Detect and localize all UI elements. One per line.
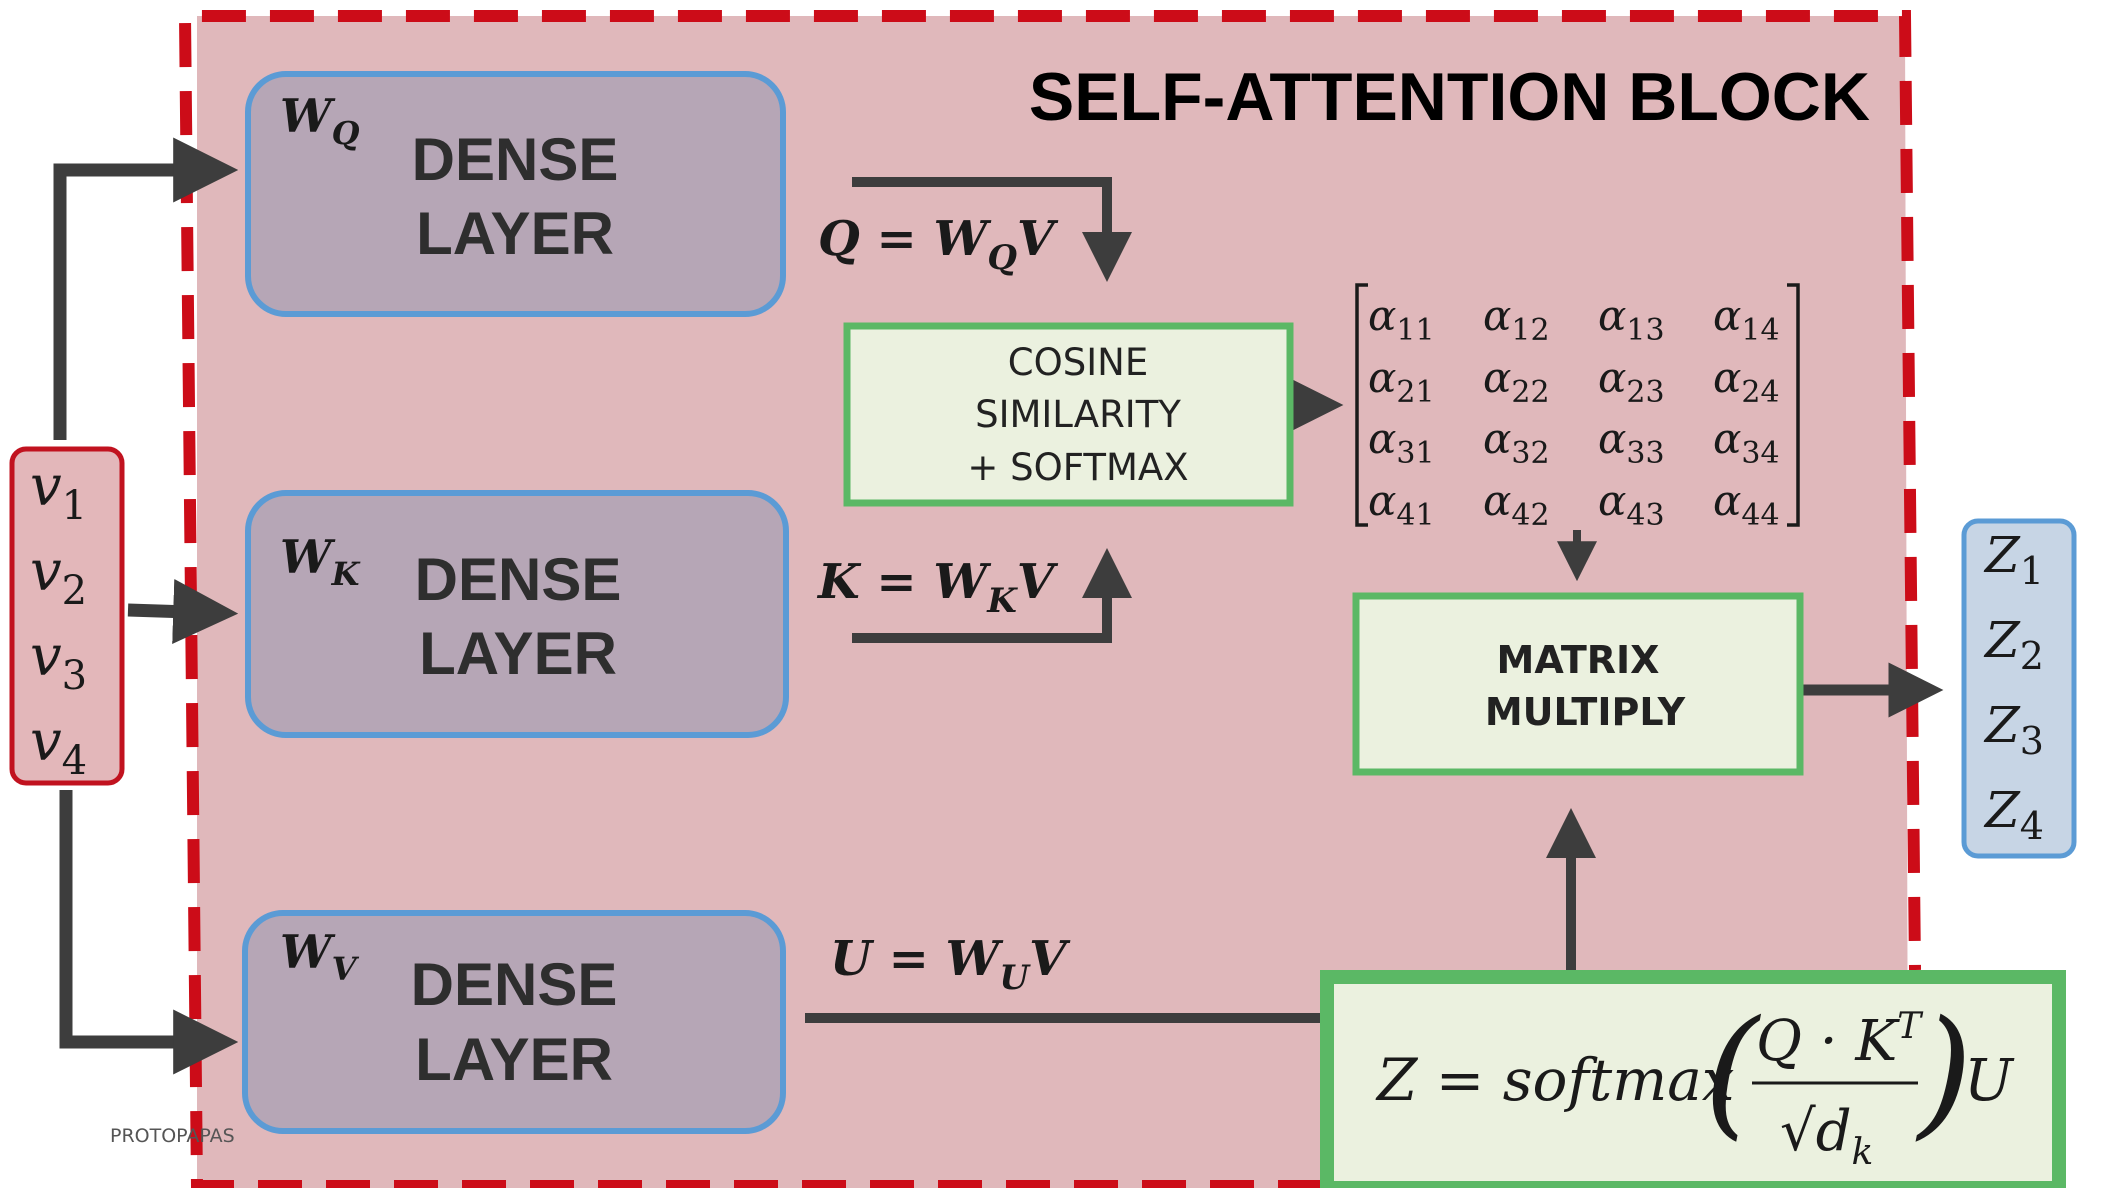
input-v3: v3 (30, 624, 87, 699)
alpha-34: α34 (1713, 414, 1780, 471)
dense-layer-v: WV DENSE LAYER (242, 910, 786, 1134)
matrix-multiply-box: MATRIX MULTIPLY (1352, 592, 1804, 776)
output-z4: Z4 (1983, 781, 2044, 848)
output-z3: Z3 (1983, 696, 2044, 763)
alpha-21: α21 (1368, 353, 1435, 410)
weight-q-label: WQ (280, 89, 360, 152)
dense-layer-q: WQ DENSE LAYER (245, 71, 786, 317)
dense-q-line2: LAYER (416, 200, 614, 267)
matmul-line2: MULTIPLY (1485, 690, 1686, 734)
weight-k-label: WK (280, 530, 361, 593)
alpha-41: α41 (1368, 476, 1435, 533)
output-z2: Z2 (1983, 611, 2044, 678)
alpha-31: α31 (1368, 414, 1435, 471)
alpha-23: α23 (1598, 353, 1665, 410)
alpha-33: α33 (1598, 414, 1665, 471)
cosine-line3: + SOFTMAX (967, 446, 1188, 489)
alpha-11: α11 (1368, 291, 1435, 348)
dense-q-line1: DENSE (412, 126, 619, 193)
formula-paren-right: ) (1915, 991, 1973, 1154)
equation-u: U = WUV (830, 931, 1071, 998)
arrow-input-to-q-dense (53, 137, 239, 440)
credit-label: PROTOPAPAS (110, 1125, 235, 1147)
dense-layer-k: WK DENSE LAYER (245, 490, 789, 738)
cosine-line2: SIMILARITY (975, 393, 1181, 436)
alpha-12: α12 (1483, 291, 1550, 348)
input-v2: v2 (30, 539, 87, 614)
formula-lhs: Z = softmax (1375, 1046, 1735, 1114)
alpha-24: α24 (1713, 353, 1780, 410)
softmax-formula-box: Z = softmax ( Q · KT √dk ) U (1320, 970, 2066, 1188)
alpha-22: α22 (1483, 353, 1550, 410)
arrow-input-to-v-dense (59, 790, 239, 1075)
formula-denominator: √dk (1780, 1099, 1873, 1173)
arrow-k-to-cosine (852, 547, 1132, 643)
alpha-44: α44 (1713, 476, 1780, 533)
attention-weight-matrix: α11 α12 α13 α14 α21 α22 α23 α24 α31 α32 α33 α34 α41 α… (1355, 283, 1800, 533)
dense-k-line2: LAYER (419, 620, 617, 687)
input-v4: v4 (30, 709, 87, 784)
arrow-q-to-cosine (852, 177, 1132, 283)
formula-paren-left: ( (1704, 991, 1762, 1154)
equation-q: Q = WQV (818, 211, 1059, 278)
formula-numerator: Q · KT (1756, 1006, 1924, 1074)
arrow-input-to-k-dense (127, 578, 239, 644)
alpha-43: α43 (1598, 476, 1665, 533)
matmul-line1: MATRIX (1497, 638, 1660, 682)
dense-k-line1: DENSE (415, 546, 622, 613)
dense-v-line1: DENSE (411, 951, 618, 1018)
matrix-left-bracket (1355, 283, 1368, 527)
matrix-right-bracket (1787, 283, 1800, 527)
input-vector-box: v1 v2 v3 v4 (9, 446, 125, 786)
equation-k: K = WKV (816, 554, 1059, 621)
block-dashed-border (178, 10, 1921, 1188)
alpha-14: α14 (1713, 291, 1780, 348)
formula-tail: U (1964, 1046, 2015, 1114)
cosine-line1: COSINE (1008, 341, 1148, 384)
block-title: SELF-ATTENTION BLOCK (1029, 59, 1870, 135)
weight-v-label: WV (280, 925, 360, 988)
alpha-13: α13 (1598, 291, 1665, 348)
output-z1: Z1 (1983, 526, 2044, 593)
dense-v-line2: LAYER (415, 1026, 613, 1093)
input-v1: v1 (30, 454, 87, 529)
alpha-32: α32 (1483, 414, 1550, 471)
cosine-similarity-softmax-box: COSINE SIMILARITY + SOFTMAX (843, 322, 1294, 507)
alpha-42: α42 (1483, 476, 1550, 533)
